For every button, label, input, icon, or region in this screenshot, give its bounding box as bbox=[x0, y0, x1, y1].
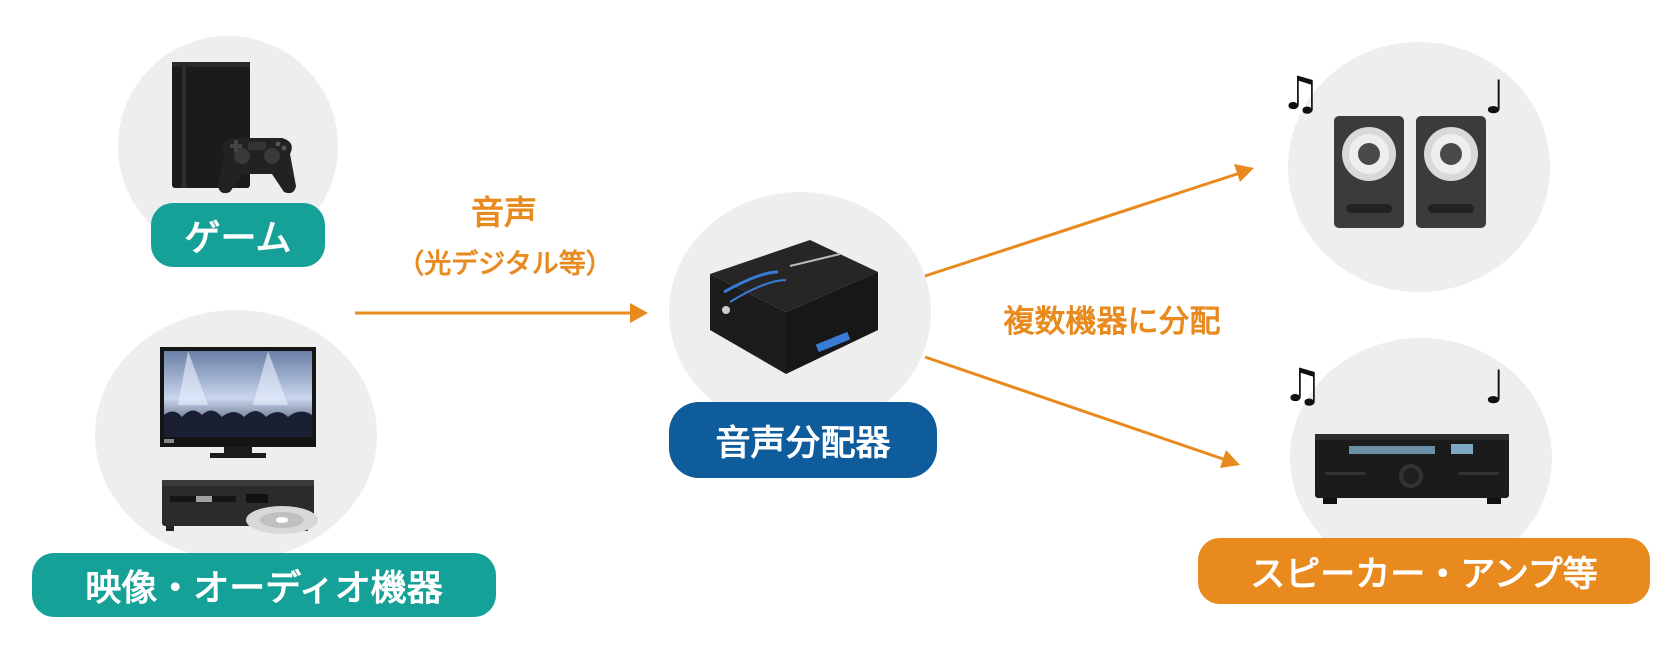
input-arrowhead bbox=[630, 303, 648, 323]
input-edge-title: 音声 bbox=[471, 193, 537, 232]
game-console-icon bbox=[172, 62, 296, 194]
music-note-icon: ♩ bbox=[1484, 70, 1506, 124]
speaker-label: スピーカー・アンプ等 bbox=[1198, 538, 1650, 604]
music-note-icon: ♫ bbox=[1280, 66, 1322, 120]
amplifier-icon bbox=[1315, 434, 1509, 504]
dvd-player-icon bbox=[162, 480, 318, 534]
av-label: 映像・オーディオ機器 bbox=[32, 553, 496, 617]
music-note-icon: ♫ bbox=[1282, 358, 1324, 412]
splitter-label: 音声分配器 bbox=[669, 402, 937, 478]
output-edge-label: 複数機器に分配 bbox=[1003, 304, 1221, 340]
output-arrow-top bbox=[924, 171, 1241, 278]
input-edge-subtitle: （光デジタル等） bbox=[397, 249, 613, 280]
tv-icon bbox=[160, 347, 316, 458]
game-label: ゲーム bbox=[151, 203, 325, 267]
speakers-icon bbox=[1334, 116, 1486, 228]
output-arrowhead-top bbox=[1234, 164, 1254, 182]
output-arrow-bottom bbox=[924, 355, 1227, 462]
output-arrowhead-bottom bbox=[1220, 450, 1240, 468]
audio-splitter-icon bbox=[710, 240, 878, 374]
music-note-icon: ♩ bbox=[1484, 360, 1506, 414]
